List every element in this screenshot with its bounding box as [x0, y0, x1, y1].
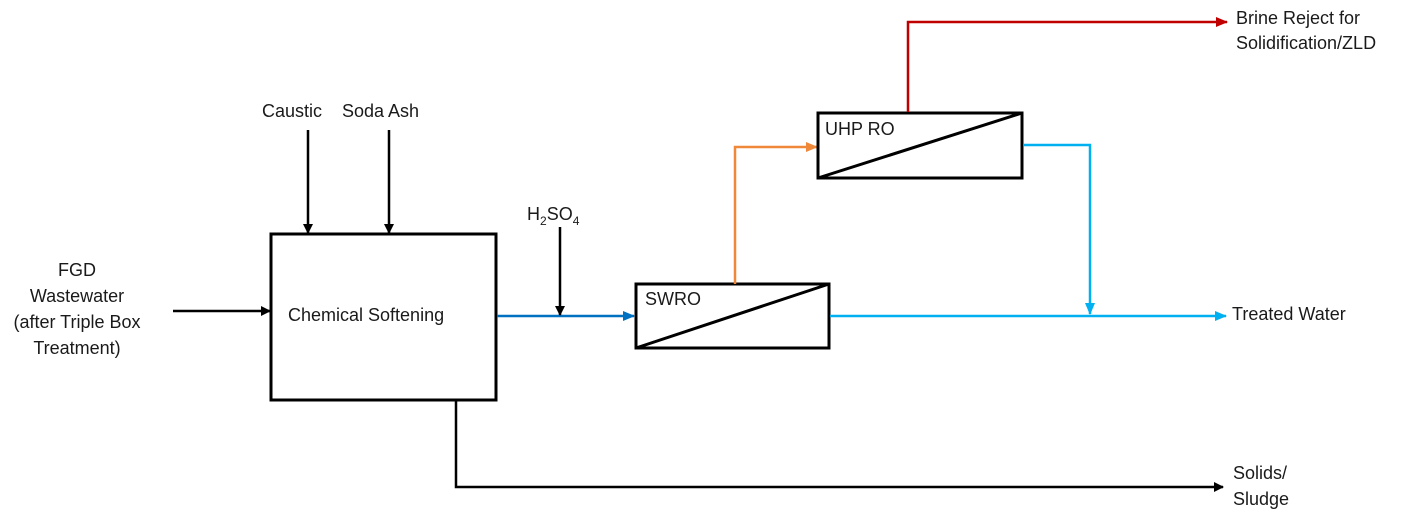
caustic-label: Caustic: [262, 101, 322, 121]
brine-reject-label-line-2: Solidification/ZLD: [1236, 33, 1376, 53]
uhp-ro-membrane-line: [817, 111, 1023, 180]
feed-label-line-3: (after Triple Box: [13, 312, 140, 332]
feed-label-line-4: Treatment): [33, 338, 120, 358]
solids-sludge-arrow: [454, 401, 1224, 492]
acid-label: H2SO4: [527, 204, 580, 228]
solids-sludge-label-line-1: Solids/: [1233, 463, 1287, 483]
solids-sludge-label: Solids/ Sludge: [1233, 463, 1289, 509]
feed-label-line-2: Wastewater: [30, 286, 124, 306]
uhp-ro-permeate-arrow: [1023, 143, 1095, 315]
uhp-ro-unit: UHP RO: [816, 111, 1024, 180]
swro-unit: SWRO: [634, 282, 831, 350]
chemical-softening-box: [269, 232, 498, 402]
soda-ash-label: Soda Ash: [342, 101, 419, 121]
uhp-ro-label: UHP RO: [825, 119, 895, 139]
feed-label: FGD Wastewater (after Triple Box Treatme…: [13, 260, 140, 358]
feed-label-line-1: FGD: [58, 260, 96, 280]
brine-reject-label-line-1: Brine Reject for: [1236, 8, 1360, 28]
treated-water-label: Treated Water: [1232, 304, 1346, 324]
swro-label: SWRO: [645, 289, 701, 309]
swro-concentrate-arrow: [733, 142, 818, 284]
swro-membrane-line: [635, 282, 830, 350]
brine-reject-arrow: [906, 17, 1228, 112]
brine-reject-label: Brine Reject for Solidification/ZLD: [1236, 8, 1376, 53]
chemical-softening-label: Chemical Softening: [288, 305, 444, 325]
solids-sludge-label-line-2: Sludge: [1233, 489, 1289, 509]
chemical-softening-unit: Chemical Softening: [269, 232, 498, 402]
